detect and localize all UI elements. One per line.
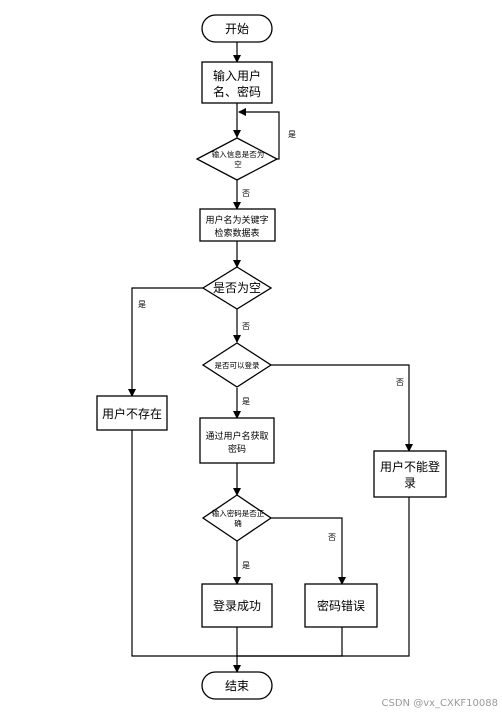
get-password-label-line2: 密码 (228, 443, 246, 455)
edge-label-isempty-no: 否 (242, 322, 250, 331)
lookup-label-line1: 用户名为关键字 (205, 214, 268, 226)
lookup-node (199, 208, 276, 242)
cannot-login-node (373, 450, 447, 498)
get-password-node (199, 417, 275, 464)
get-password-label-line1: 通过用户名获取 (205, 430, 268, 442)
is-empty-label: 是否为空 (213, 281, 261, 295)
check-empty-input-label-line1: 输入信息是否为 (212, 149, 265, 159)
lookup-label-line2: 检索数据表 (214, 227, 259, 239)
login-success-label: 登录成功 (213, 598, 261, 613)
connectors (128, 42, 413, 673)
edge-cannot-merge (237, 497, 410, 657)
start-label: 开始 (225, 22, 249, 36)
cannot-login-label-line1: 用户不能登 (380, 459, 440, 474)
user-not-exist-label: 用户不存在 (102, 406, 162, 421)
check-empty-input-node (195, 137, 279, 181)
input-label-line1: 输入用户 (213, 68, 261, 83)
user-not-exist-node (96, 395, 168, 431)
edge-isempty-notexist-yes (128, 287, 204, 397)
cannot-login-label-line2: 录 (404, 476, 416, 490)
can-login-node (201, 342, 273, 388)
input-node (201, 61, 273, 104)
can-login-label: 是否可以登录 (215, 360, 260, 370)
edge-label-check-no: 否 (242, 189, 250, 198)
watermark: CSDN @vx_CXKF10088 (382, 698, 498, 709)
edge-label-canlogin-yes: 是 (242, 397, 250, 406)
edge-label-pwcheck-yes: 是 (242, 561, 250, 570)
edge-label-canlogin-no: 否 (396, 378, 404, 387)
edge-notexist-merge (131, 430, 237, 657)
check-empty-input-label-line2: 空 (234, 159, 242, 169)
input-label-line2: 名、密码 (213, 84, 261, 99)
password-error-node (304, 583, 378, 628)
password-correct-label-line2: 确 (234, 518, 242, 528)
password-error-label: 密码错误 (317, 598, 365, 613)
is-empty-node (201, 266, 273, 310)
edge-label-loop-yes: 是 (288, 130, 296, 139)
edge-pwcheck-error-no (270, 517, 346, 585)
start-node (201, 14, 273, 43)
login-success-node (201, 583, 273, 628)
password-correct-label-line1: 输入密码是否正 (212, 508, 265, 518)
edge-canlogin-cannot-no (270, 364, 413, 452)
password-correct-node (201, 494, 273, 542)
edge-label-pwcheck-no: 否 (328, 533, 336, 542)
edge-label-isempty-yes: 是 (138, 300, 146, 309)
end-node (201, 671, 273, 700)
end-label: 结束 (225, 679, 249, 693)
edge-error-merge (237, 627, 343, 657)
